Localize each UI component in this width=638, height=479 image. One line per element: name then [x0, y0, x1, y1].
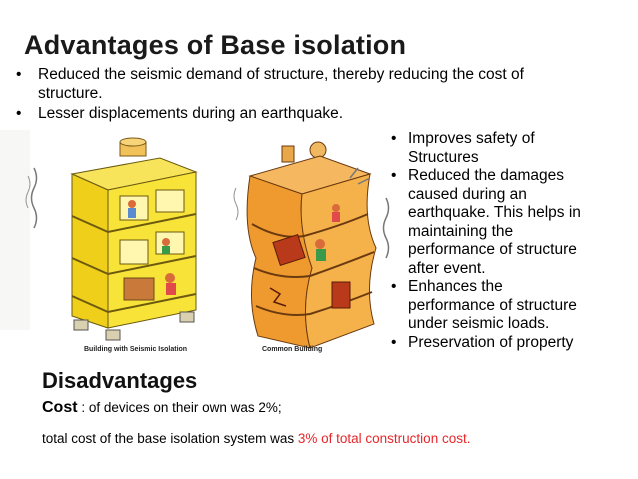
common-building-icon — [246, 141, 377, 349]
shake-lines-icon — [382, 197, 390, 259]
left-bullet-2-line-1: Lesser displacements during an earthquak… — [38, 105, 344, 122]
right-bullet-2-line: after event. — [408, 259, 486, 277]
left-bullet-1-line-1: Reduced the seismic demand of structure,… — [38, 66, 524, 83]
disadvantages-heading: Disadvantages — [42, 368, 198, 393]
right-bullet-2: • Reduced the damages caused during an e… — [391, 167, 630, 278]
left-bullet-2: • Lesser displacements during an earthqu… — [16, 105, 638, 124]
shake-lines-icon — [30, 167, 38, 229]
right-bullet-2-line: caused during an — [408, 185, 527, 203]
right-bullet-1: • Improves safety of Structures — [391, 130, 630, 167]
right-bullet-2-line: Reduced the damages — [408, 167, 564, 184]
total-cost-highlight: 3% of total construction cost. — [297, 431, 471, 446]
bullet-icon: • — [16, 105, 22, 122]
total-cost-text: total cost of the base isolation system … — [42, 431, 298, 446]
isolated-building-icon — [70, 137, 198, 341]
cost-label: Cost — [42, 399, 78, 416]
cost-line: Cost : of devices on their own was 2%; — [42, 399, 282, 417]
right-bullet-4: • Preservation of property — [391, 333, 630, 353]
caption-common-building: Common Building — [262, 346, 323, 353]
right-bullet-list: • Improves safety of Structures • Reduce… — [391, 130, 630, 353]
bullet-icon: • — [391, 333, 397, 351]
caption-isolated-building: Building with Seismic Isolation — [84, 346, 188, 353]
right-bullet-3-line: under seismic loads. — [408, 315, 550, 332]
bullet-icon: • — [391, 278, 397, 295]
bullet-icon: • — [16, 66, 22, 83]
building-illustration — [25, 137, 390, 349]
left-bullet-1-line-2: structure. — [38, 84, 103, 102]
right-bullet-3-line: Enhances the — [408, 278, 503, 295]
total-cost-line: total cost of the base isolation system … — [42, 431, 470, 446]
right-bullet-2-line: maintaining the — [408, 222, 514, 240]
left-bullet-1: • Reduced the seismic demand of structur… — [16, 66, 638, 103]
right-bullet-1-line: Improves safety of — [408, 130, 535, 147]
right-bullet-4-line: Preservation of property — [408, 333, 574, 351]
right-bullet-3: • Enhances the performance of structure … — [391, 278, 630, 334]
right-bullet-2-line: performance of structure — [408, 241, 577, 258]
right-bullet-1-line: Structures — [408, 148, 479, 166]
right-bullet-2-line: earthquake. This helps in — [408, 204, 581, 221]
bullet-icon: • — [391, 130, 397, 147]
slide-title: Advantages of Base isolation — [24, 30, 407, 60]
illustration-backdrop — [0, 130, 30, 330]
right-bullet-3-line: performance of structure — [408, 296, 577, 314]
bullet-icon: • — [391, 167, 397, 184]
cost-text: : of devices on their own was 2%; — [77, 400, 282, 415]
